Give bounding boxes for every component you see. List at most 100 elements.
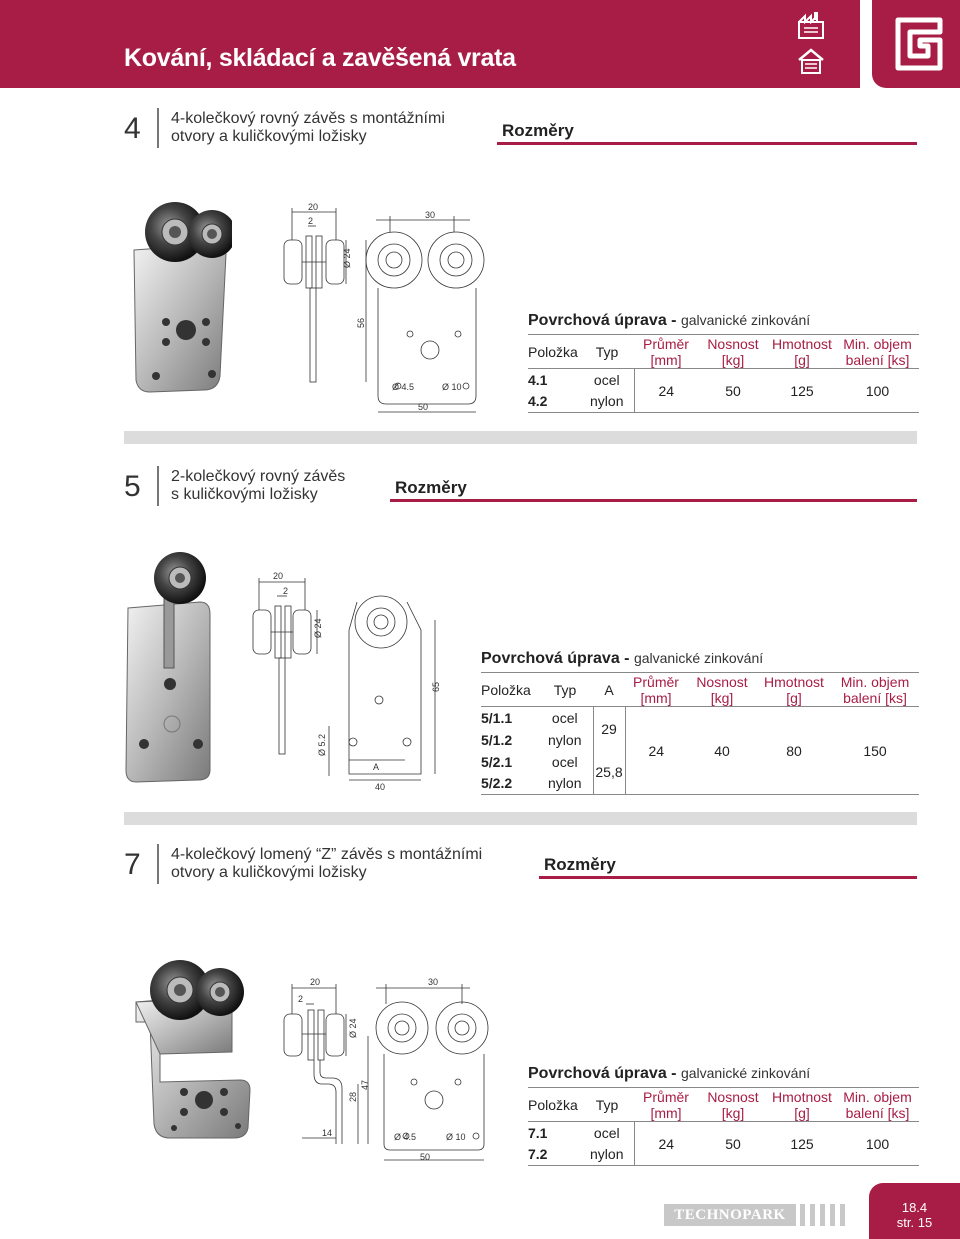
- surface-value: galvanické zinkování: [633, 650, 764, 666]
- dim-label: Ø 10: [442, 382, 462, 392]
- cell-typ: ocel: [593, 371, 620, 388]
- cell-prumer: 24: [624, 706, 687, 795]
- dim-label: 2: [298, 994, 303, 1004]
- surface-label: Povrchová úprava -: [528, 1065, 677, 1082]
- cell-typ: nylon: [580, 390, 634, 413]
- header-bar: [0, 0, 860, 88]
- section-title-line: otvory a kuličkovými ložisky: [171, 864, 367, 881]
- spec-table-5: Položka Typ A Průměr[mm] Nosnost[kg] Hmo…: [481, 672, 919, 795]
- surface-treatment: Povrchová úprava - galvanické zinkování: [528, 1065, 810, 1083]
- section-band: [124, 431, 917, 444]
- dim-label: Ø 4.5: [394, 1132, 416, 1142]
- cell-typ: nylon: [580, 1143, 634, 1166]
- section-title: 2-kolečkový rovný závěs s kuličkovými lo…: [171, 468, 345, 504]
- dim-label: 14: [322, 1128, 332, 1138]
- cell-minobj: 150: [831, 706, 919, 795]
- col-header: Typ: [580, 334, 634, 369]
- dim-label: 47: [360, 1080, 370, 1090]
- section-divider: [157, 844, 159, 884]
- cell-a: 29: [592, 706, 625, 751]
- cell-hmotnost: 125: [768, 1121, 836, 1166]
- dim-label: 20: [273, 571, 283, 581]
- col-header: Hmotnost[g]: [757, 672, 831, 707]
- col-header: Nosnost[kg]: [687, 672, 757, 707]
- dim-label: 56: [356, 318, 366, 328]
- cell-polozka: 4.1: [528, 371, 548, 388]
- section-number: 5: [124, 470, 141, 503]
- dim-label: 2: [283, 586, 288, 596]
- col-header: Průměr[mm]: [625, 672, 687, 707]
- dim-label: 28: [348, 1092, 358, 1102]
- page-header: Kování, skládací a zavěšená vrata: [0, 0, 960, 88]
- section-number: 4: [124, 112, 141, 145]
- col-header: Položka: [481, 672, 537, 707]
- surface-treatment: Povrchová úprava - galvanické zinkování: [481, 650, 763, 668]
- surface-treatment: Povrchová úprava - galvanické zinkování: [528, 312, 810, 330]
- section-title-line: s kuličkovými ložisky: [171, 486, 318, 503]
- garage-house-icon: [798, 48, 824, 74]
- technical-drawing-7: 20 2 30 Ø 24 47 28 14 Ø 4.5 Ø 10 50: [283, 977, 489, 1162]
- cell-nosnost: 50: [698, 368, 768, 413]
- surface-label: Povrchová úprava -: [528, 312, 677, 329]
- dim-label: Ø 10: [446, 1132, 466, 1142]
- col-header: Průměr[mm]: [634, 1087, 698, 1122]
- dim-label: 65: [431, 682, 441, 692]
- dim-label: Ø 24: [348, 1018, 358, 1038]
- spec-table-4: Položka Typ Průměr[mm] Nosnost[kg] Hmotn…: [528, 334, 919, 413]
- section-divider: [157, 108, 159, 148]
- cell-hmotnost: 125: [768, 368, 836, 413]
- table-row: 5/2.2 nylon: [481, 772, 919, 795]
- cell-polozka: 5/2.1: [481, 753, 513, 770]
- section-title-line: 4-kolečkový rovný závěs s montážními: [171, 110, 445, 127]
- cell-polozka: 7.1: [528, 1124, 548, 1141]
- section-number: 7: [124, 848, 141, 881]
- dim-label: Ø 24: [342, 248, 352, 268]
- surface-value: galvanické zinkování: [680, 1065, 811, 1081]
- cell-typ: ocel: [551, 709, 578, 726]
- rozmery-underline: [497, 142, 917, 145]
- dim-label: Ø 5.2: [317, 734, 327, 756]
- brand-logo-box: [872, 0, 960, 88]
- surface-value: galvanické zinkování: [680, 312, 811, 328]
- table-row: 7.2 nylon: [528, 1143, 919, 1166]
- col-header: Hmotnost[g]: [768, 334, 836, 369]
- product-photo-5: [125, 552, 211, 783]
- dim-label: Ø 4.5: [392, 382, 414, 392]
- table-row: 4.1 ocel 24 50 125 100: [528, 368, 919, 413]
- rozmery-label: Rozměry: [395, 478, 467, 497]
- table-row: 5/1.1 ocel 29 24 40 80 150: [481, 706, 919, 795]
- page-number: str. 15: [896, 1215, 933, 1230]
- table-row: 4.2 nylon: [528, 390, 919, 413]
- section-title-line: 4-kolečkový lomený “Z” závěs s montážním…: [171, 846, 483, 863]
- cell-polozka: 5/1.2: [481, 731, 513, 748]
- spec-table-7: Položka Typ Průměr[mm] Nosnost[kg] Hmotn…: [528, 1087, 919, 1166]
- table-row: 5/1.2 nylon: [481, 729, 919, 751]
- technical-drawing-5: 20 2 Ø 24 65 Ø 5.2 A 40: [252, 571, 441, 792]
- rozmery-label: Rozměry: [502, 121, 574, 140]
- rozmery-underline: [390, 499, 917, 502]
- dim-label: 20: [308, 202, 318, 212]
- cell-minobj: 100: [836, 368, 919, 413]
- section-title: 4-kolečkový rovný závěs s montážními otv…: [171, 110, 445, 146]
- cell-nosnost: 50: [698, 1121, 768, 1166]
- dim-label: 30: [425, 210, 435, 220]
- cell-typ: ocel: [593, 1124, 620, 1141]
- col-header: Položka: [528, 334, 580, 369]
- product-photo-7: [135, 960, 251, 1139]
- cell-prumer: 24: [633, 368, 698, 413]
- cell-typ: nylon: [548, 731, 582, 748]
- dim-label: 50: [418, 402, 428, 412]
- col-header: Typ: [537, 672, 593, 707]
- cell-polozka: 7.2: [528, 1143, 580, 1166]
- dim-label: 40: [375, 782, 385, 792]
- cell-polozka: 5/2.2: [481, 772, 537, 795]
- section-divider: [157, 466, 159, 506]
- col-header: Položka: [528, 1087, 580, 1122]
- rozmery-underline: [539, 876, 917, 879]
- col-header: Nosnost[kg]: [698, 334, 768, 369]
- section-title-line: 2-kolečkový rovný závěs: [171, 468, 346, 485]
- technopark-logo: TECHNOPARK: [664, 1204, 796, 1226]
- cell-polozka: 4.2: [528, 390, 580, 413]
